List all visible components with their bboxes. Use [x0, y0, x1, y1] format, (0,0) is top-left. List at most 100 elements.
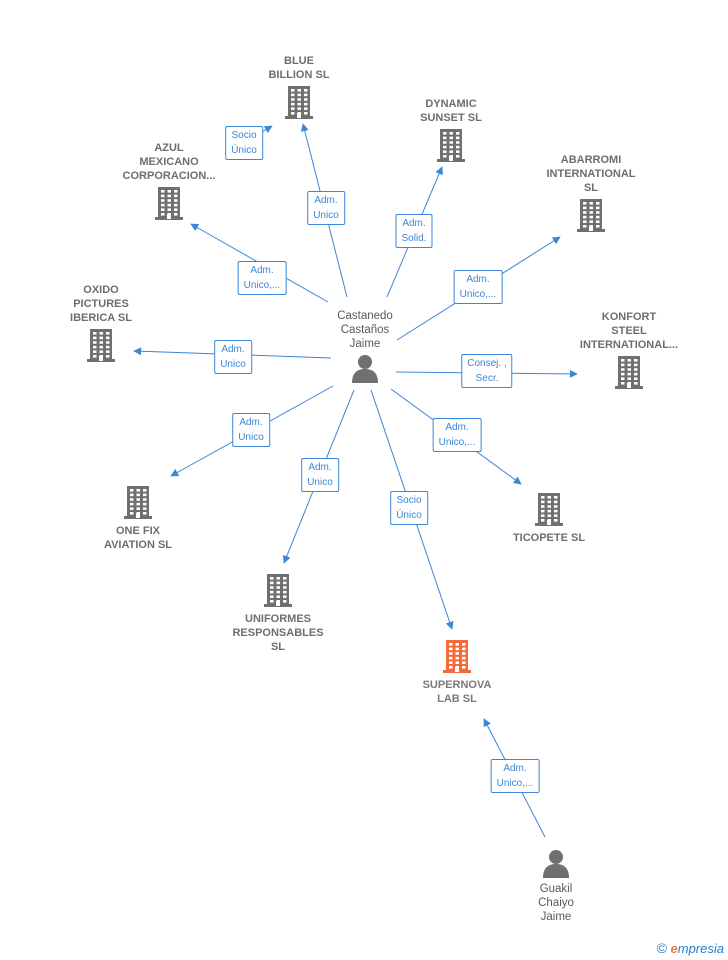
edge-label-line: Unico,... [438, 437, 476, 448]
node-ticopete[interactable]: TICOPETE SL [484, 491, 614, 545]
edge-label-line: Unico,... [243, 280, 281, 291]
node-label-line: IBERICA SL [70, 312, 132, 324]
node-label-line: AVIATION SL [103, 539, 173, 551]
edge-label-line: Adm. [221, 344, 245, 355]
node-label: TICOPETE SL [484, 531, 614, 545]
edge-label-line: Solid. [401, 233, 427, 244]
edge-label-castanedo-ticopete[interactable]: Adm. Unico,... [432, 418, 482, 452]
node-label: KONFORT STEEL INTERNATIONAL... [564, 310, 694, 352]
edge-label-line: Unico,... [459, 289, 497, 300]
node-label-line: Chaiyo [538, 897, 574, 909]
person-icon [352, 355, 378, 383]
person-icon [543, 850, 569, 878]
brand-name: mpresia [677, 941, 724, 956]
edge-label-line: Adm. [239, 417, 263, 428]
edge-label-line: Adm. [402, 218, 426, 229]
building-icon [535, 493, 563, 526]
edge-label-line: Secr. [475, 373, 499, 384]
node-label-line: OXIDO [83, 284, 119, 296]
edge-label-line: Adm. [314, 195, 338, 206]
edge-label-castanedo-blue[interactable]: Adm.Unico [307, 191, 345, 225]
edge-label-line: Consej. , [467, 358, 507, 369]
building-icon [437, 129, 465, 162]
node-label-line: DYNAMIC [425, 98, 477, 110]
node-label-line: LAB SL [437, 693, 477, 705]
edge-label-line: Adm. [466, 274, 490, 285]
edge-label-line: Unico,... [496, 778, 534, 789]
node-label-line: Guakil [539, 883, 573, 895]
edge-label-guakil-supernova[interactable]: Adm. Unico,... [490, 759, 540, 793]
node-label-line: Castaños [340, 324, 390, 336]
brand-initial: e [670, 941, 678, 956]
node-supernova[interactable]: SUPERNOVA LAB SL [392, 638, 522, 706]
node-uniformes[interactable]: UNIFORMES RESPONSABLES SL [213, 572, 343, 654]
node-label-line: BILLION SL [268, 69, 330, 81]
node-label: BLUE BILLION SL [234, 54, 364, 82]
building-icon [155, 187, 183, 220]
node-konfort[interactable]: KONFORT STEEL INTERNATIONAL... [564, 310, 694, 390]
node-label: UNIFORMES RESPONSABLES SL [213, 612, 343, 654]
footer-brand: © empresia [657, 940, 724, 956]
node-label-line: MEXICANO [139, 156, 199, 168]
node-dynamic[interactable]: DYNAMIC SUNSET SL [386, 97, 516, 163]
edge-label-line: Adm. [250, 265, 274, 276]
node-label-line: INTERNATIONAL [546, 168, 636, 180]
copyright-icon: © [656, 940, 667, 956]
node-label: DYNAMIC SUNSET SL [386, 97, 516, 125]
node-label-line: SUNSET SL [420, 112, 482, 124]
edge-label-castanedo-azul[interactable]: Adm. Unico,... [237, 261, 287, 295]
building-icon [124, 486, 152, 519]
edge-label-line: Unico [220, 359, 246, 370]
node-label-line: INTERNATIONAL... [579, 339, 679, 351]
node-azul[interactable]: AZUL MEXICANO CORPORACION... [104, 141, 234, 221]
node-label-line: STEEL [611, 325, 647, 337]
node-label-line: SUPERNOVA [422, 679, 492, 691]
node-label-line: KONFORT [601, 311, 657, 323]
edge-label-line: Socio [396, 495, 422, 506]
node-label-line: Castanedo [337, 310, 393, 322]
node-label-line: PICTURES [73, 298, 129, 310]
node-label-line: BLUE [284, 55, 314, 67]
node-label-line: SL [270, 641, 286, 653]
node-label-line: ONE FIX [115, 525, 160, 537]
node-label: AZUL MEXICANO CORPORACION... [104, 141, 234, 183]
building-icon [577, 199, 605, 232]
node-oxido[interactable]: OXIDO PICTURES IBERICA SL [36, 283, 166, 363]
edge-label-line: Adm. [308, 462, 332, 473]
node-label-line: TICOPETE SL [512, 532, 586, 544]
node-onefix[interactable]: ONE FIX AVIATION SL [73, 484, 203, 552]
edge-label-castanedo-dynamic[interactable]: Adm. Solid. [395, 214, 433, 248]
node-label-line: UNIFORMES [245, 613, 311, 625]
edge-label-line: Adm. [445, 422, 469, 433]
edge-label-castanedo-konfort[interactable]: Consej. , Secr. [461, 354, 513, 388]
building-icon [615, 356, 643, 389]
building-icon [264, 574, 292, 607]
edge-label-line: Unico [307, 477, 333, 488]
edge-label-line: Adm. [503, 763, 527, 774]
node-label-line: AZUL [154, 142, 184, 154]
node-label-line: RESPONSABLES [232, 627, 324, 639]
building-icon [87, 329, 115, 362]
node-blue[interactable]: BLUE BILLION SL [234, 54, 364, 120]
edge-label-castanedo-uniformes[interactable]: Adm. Unico [301, 458, 339, 492]
node-label: OXIDO PICTURES IBERICA SL [36, 283, 166, 325]
edge-label-castanedo-oxido[interactable]: Adm. Unico [214, 340, 252, 374]
edge-label-castanedo-abarromi[interactable]: Adm. Unico,... [453, 270, 503, 304]
edge-label-line: Único [396, 510, 422, 521]
node-label-line: SL [583, 182, 599, 194]
edge-label-castanedo-onefix[interactable]: Adm.Unico [232, 413, 270, 447]
edge-label-line: Único [231, 145, 257, 156]
node-label: SUPERNOVA LAB SL [392, 678, 522, 706]
building-icon [443, 640, 471, 673]
node-label: ONE FIX AVIATION SL [73, 524, 203, 552]
node-label-line: CORPORACION... [122, 170, 216, 182]
edge-label-line: Socio [231, 130, 257, 141]
